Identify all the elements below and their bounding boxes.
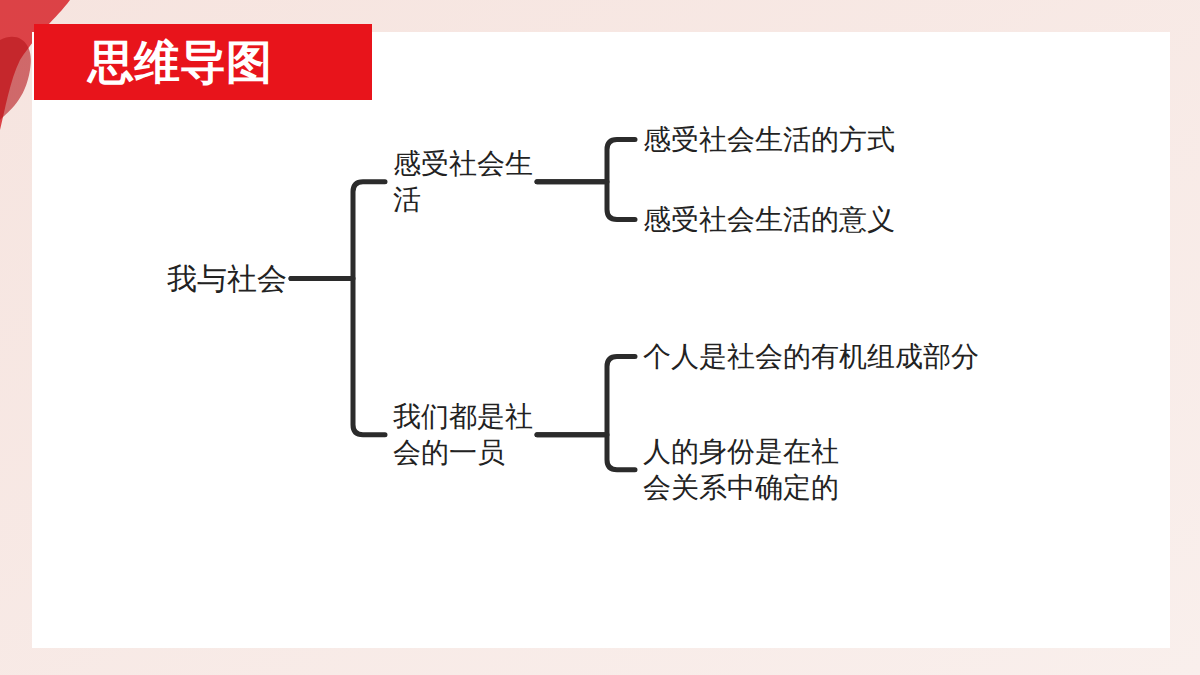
node-label: 感受社会生活 (393, 146, 543, 219)
ribbon-decoration (0, 37, 31, 120)
bracket-connector (537, 140, 635, 182)
title-banner: 思维导图 (34, 24, 372, 100)
mindmap-node: 感受社会生活 (393, 146, 543, 219)
node-label: 个人是社会的有机组成部分 (643, 339, 1043, 375)
bracket-connector (291, 279, 385, 435)
mindmap-node: 感受社会生活的方式 (643, 122, 973, 158)
mindmap-node: 我与社会 (167, 259, 317, 298)
bracket-connector (537, 435, 635, 470)
node-label: 人的身份是在社会关系中确定的 (643, 434, 848, 507)
node-label: 我与社会 (167, 259, 317, 298)
title-text: 思维导图 (88, 24, 272, 100)
node-label: 感受社会生活的方式 (643, 122, 973, 158)
mindmap-node: 个人是社会的有机组成部分 (643, 339, 1043, 375)
bracket-connector (537, 182, 635, 220)
bracket-connector (537, 357, 635, 435)
node-label: 我们都是社会的一员 (393, 399, 543, 472)
node-label: 感受社会生活的意义 (643, 202, 973, 238)
mindmap-node: 人的身份是在社会关系中确定的 (643, 434, 848, 507)
content-panel (32, 32, 1170, 648)
bracket-connector (291, 182, 385, 279)
mindmap-node: 感受社会生活的意义 (643, 202, 973, 238)
mindmap-node: 我们都是社会的一员 (393, 399, 543, 472)
